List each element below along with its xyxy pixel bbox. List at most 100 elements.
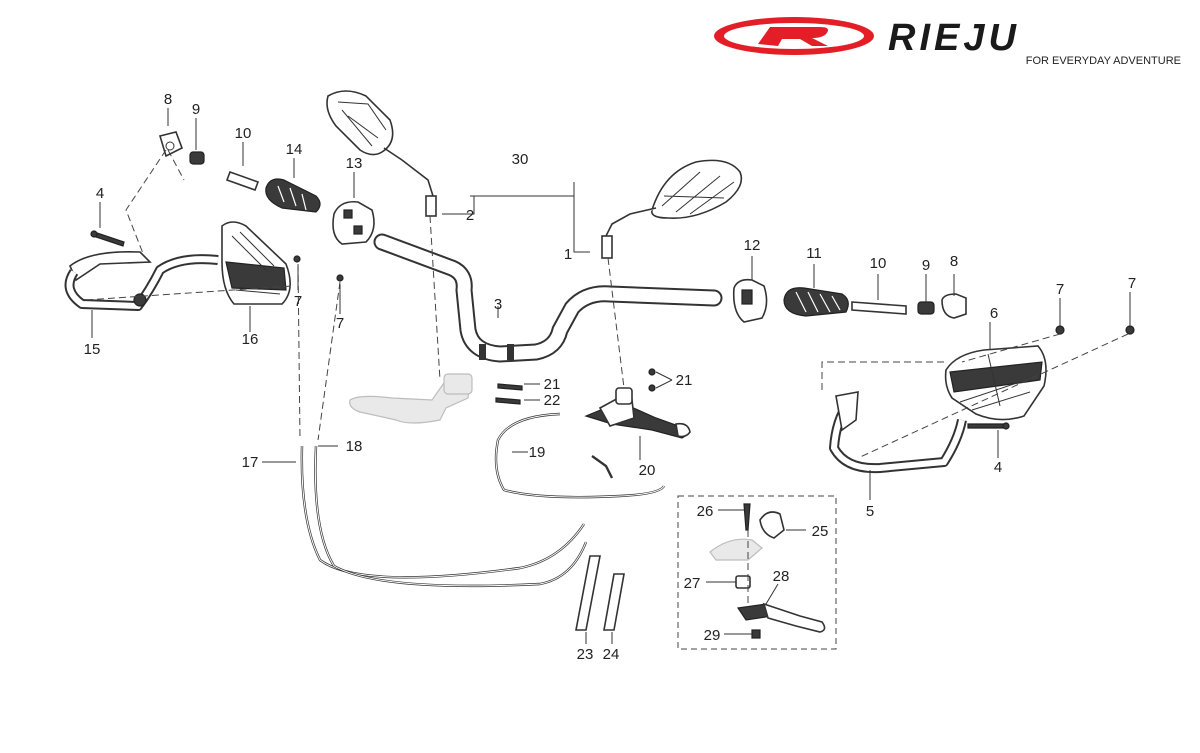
bar-end-shaft-left <box>225 170 260 192</box>
callout-15: 15 <box>84 341 101 358</box>
callout-10-left: 10 <box>235 125 252 142</box>
mirror-right <box>601 159 743 259</box>
switch-right-button <box>741 289 753 305</box>
rieju-logo: RIEJU FOR EVERYDAY ADVENTURE <box>714 17 1181 67</box>
callout-4-left: 4 <box>96 185 104 202</box>
mirror-left-glass <box>337 101 387 147</box>
callout-24: 24 <box>603 646 620 663</box>
left-grip-assembly <box>158 131 375 245</box>
callout-8-right: 8 <box>950 253 958 270</box>
bracket-ghost-26 <box>709 538 763 561</box>
cable-18-core <box>314 445 587 587</box>
screw-4-right <box>967 423 1005 429</box>
handguard-bar-right-inner <box>830 402 965 472</box>
callout-29: 29 <box>704 627 721 644</box>
parking-brake-box <box>677 495 837 650</box>
brake-reservoir <box>615 387 633 405</box>
screw-4-right-head <box>1002 422 1010 430</box>
mirror-right-glass <box>661 171 735 215</box>
washer-7-right-a <box>1055 325 1065 335</box>
callout-4-right: 4 <box>994 459 1002 476</box>
handlebar-marking-1 <box>479 344 486 360</box>
callout-7-left-b: 7 <box>336 315 344 332</box>
callout-27: 27 <box>684 575 701 592</box>
leader-lines <box>91 108 1131 644</box>
brake-lever-tip <box>675 422 691 438</box>
callout-25: 25 <box>812 523 829 540</box>
clamp-25 <box>759 511 785 539</box>
logo-tagline: FOR EVERYDAY ADVENTURE <box>1026 55 1181 67</box>
callout-19: 19 <box>529 444 546 461</box>
screw-26 <box>743 503 751 531</box>
bar-end-weight-left <box>158 131 184 158</box>
callout-20: 20 <box>639 462 656 479</box>
logo-wordmark: RIEJU <box>888 17 1020 59</box>
screw-4-left <box>92 231 125 247</box>
handguard-shield-left-lines <box>231 231 281 295</box>
handlebar-marking-2 <box>507 344 514 360</box>
switch-button-1 <box>343 209 353 219</box>
callout-21-left: 21 <box>544 376 561 393</box>
sleeve-24 <box>603 573 625 631</box>
callout-26: 26 <box>697 503 714 520</box>
callout-5: 5 <box>866 503 874 520</box>
mirror-left-head <box>326 90 394 156</box>
cable-19-core <box>495 413 665 498</box>
sleeve-23 <box>575 555 601 631</box>
bar-end-shaft-right <box>851 301 907 315</box>
callout-numbers: 1 2 3 4 4 5 6 7 7 7 7 8 8 9 9 10 10 11 1… <box>84 91 1137 663</box>
callout-7-right-b: 7 <box>1128 275 1136 292</box>
bar-end-bush-left <box>189 151 205 165</box>
bolt-21-right-b <box>648 384 656 392</box>
callout-14: 14 <box>286 141 303 158</box>
cable-switch-wire <box>591 455 614 479</box>
switch-housing-left <box>332 200 375 245</box>
nut-29 <box>751 629 761 639</box>
callout-7-left-a: 7 <box>294 293 302 310</box>
handguard-bar-left-inner <box>66 256 219 310</box>
callout-2: 2 <box>466 207 474 224</box>
callout-18: 18 <box>346 438 363 455</box>
parking-brake-box-frame <box>677 495 837 650</box>
left-lever-ghost <box>349 373 473 424</box>
handguard-bracket-left <box>69 250 152 282</box>
callout-22: 22 <box>544 392 561 409</box>
callout-10-right: 10 <box>870 255 887 272</box>
screw-4-left-head <box>90 230 98 238</box>
bolt-21-right-a <box>648 368 656 376</box>
callout-30: 30 <box>512 151 529 168</box>
mirror-right-stem <box>605 207 657 237</box>
callout-11: 11 <box>806 245 822 262</box>
callout-9-left: 9 <box>192 101 200 118</box>
left-handguard <box>64 221 344 311</box>
cable-18 <box>314 445 588 588</box>
handlebar <box>373 233 723 363</box>
callout-23: 23 <box>577 646 594 663</box>
mirror-left-stem <box>383 147 434 197</box>
grip-right-pattern <box>795 291 841 313</box>
bolt-21-left <box>497 383 523 391</box>
callout-1: 1 <box>564 246 572 263</box>
bar-end-bush-right <box>917 301 935 315</box>
left-reservoir-ghost <box>443 373 473 395</box>
handguard-pivot-left <box>133 293 147 307</box>
bar-end-weight-right <box>941 293 967 319</box>
callout-21-right: 21 <box>676 372 693 389</box>
callout-16: 16 <box>242 331 259 348</box>
left-master-cylinder-ghost <box>349 379 471 424</box>
washer-7-left-b <box>336 274 344 282</box>
right-grip-assembly <box>732 278 967 323</box>
callout-3: 3 <box>494 296 502 313</box>
grip-left-pattern <box>277 185 307 211</box>
washer-7-left-a <box>293 255 301 263</box>
handguard-shield-right-shade <box>949 361 1043 393</box>
assembly-dash-lines <box>85 149 1129 610</box>
rubber-sleeves <box>575 555 625 631</box>
cable-17-core <box>301 445 585 578</box>
handguard-bracket-right <box>835 391 859 432</box>
brake-lever-assembly <box>495 368 691 439</box>
handguard-shield-left-shade <box>225 261 287 291</box>
right-handguard <box>829 325 1135 474</box>
